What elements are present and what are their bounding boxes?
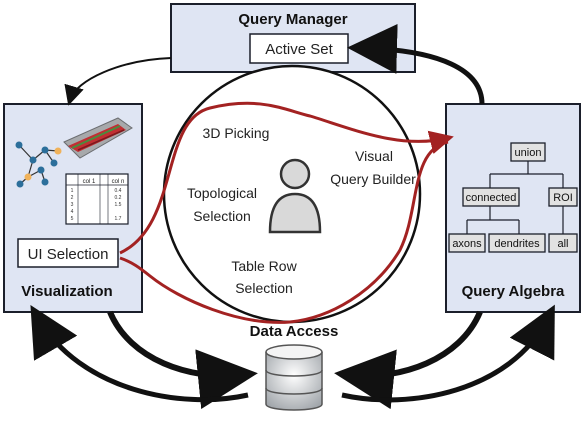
database-icon — [265, 344, 323, 411]
3d-picking-label: 3D Picking — [203, 125, 270, 141]
topological-selection-label-line-2: Selection — [193, 208, 251, 224]
table-header-col-1: col 1 — [83, 179, 96, 185]
query-node-all: all — [548, 233, 578, 253]
query-node-dendrites: dendrites — [488, 233, 546, 253]
data-table-thumbnail: col 1 col n 1 0.4 2 0.2 3 1.5 45 1.7 — [65, 173, 129, 225]
union-label: union — [515, 147, 542, 159]
arrow-visualization-to-data-access — [107, 310, 258, 410]
table-row-index: 1 — [71, 188, 74, 194]
table-row-index: 4 — [71, 209, 74, 215]
visual-query-builder-label-line-1: Visual — [355, 148, 393, 164]
selection-to-query-loop — [119, 101, 454, 255]
visual-query-builder-label-line-2: Query Builder — [330, 171, 416, 187]
table-row-index: 2 — [71, 195, 74, 201]
roi-label: ROI — [553, 192, 573, 204]
all-label: all — [557, 238, 568, 250]
node-graph-icon — [15, 141, 62, 188]
selection-return-loop — [119, 140, 449, 324]
table-row-selection-label-line-1: Table Row — [231, 258, 297, 274]
query-manager-title: Query Manager — [238, 11, 347, 28]
data-access-section: Data Access — [250, 323, 339, 411]
query-manager-panel: Query Manager Active Set — [170, 3, 416, 73]
visualization-panel: col 1 col n 1 0.4 2 0.2 3 1.5 45 1.7 UI Selecti… — [3, 103, 143, 313]
table-row-value: 0.2 — [115, 195, 122, 201]
ui-selection-box — [17, 238, 119, 268]
connected-label: connected — [466, 192, 517, 204]
arrow-data-access-to-query-algebra — [341, 304, 555, 403]
topological-selection-label-line-1: Topological — [187, 185, 257, 201]
query-node-union: union — [510, 142, 546, 162]
query-node-axons: axons — [448, 233, 486, 253]
interaction-circle: 3D Picking Visual Query Builder Topologi… — [119, 64, 454, 324]
table-row-selection-label-line-2: Selection — [235, 280, 293, 296]
table-header-col-n: col n — [112, 179, 125, 185]
table-row-index: 5 — [71, 216, 74, 222]
query-node-roi: ROI — [548, 187, 578, 207]
arrow-query-manager-to-visualization — [64, 57, 172, 106]
axons-label: axons — [452, 238, 482, 250]
3d-neuron-render-image — [63, 117, 133, 159]
ui-selection-label: UI Selection — [28, 246, 109, 263]
dendrites-label: dendrites — [494, 238, 540, 250]
query-algebra-panel: union connected ROI axons dendrites all … — [445, 103, 581, 313]
query-node-connected: connected — [462, 187, 520, 207]
visualization-title: Visualization — [21, 283, 112, 300]
active-set-box — [249, 33, 349, 64]
flow-arrows — [30, 23, 555, 410]
table-rows: 1 0.4 2 0.2 3 1.5 45 1.7 — [71, 188, 122, 222]
table-row-value: 0.4 — [115, 188, 122, 194]
query-tree-edges — [466, 161, 564, 234]
table-row-value: 1.5 — [115, 202, 122, 208]
query-algebra-title: Query Algebra — [462, 283, 565, 300]
arrow-query-algebra-to-data-access — [334, 310, 483, 410]
arrow-query-algebra-to-active-set — [347, 23, 485, 105]
data-access-title: Data Access — [250, 323, 339, 340]
table-row-value: 1.7 — [115, 216, 122, 222]
active-set-label: Active Set — [265, 41, 333, 58]
arrow-data-access-to-visualization — [30, 305, 249, 403]
user-icon — [268, 158, 322, 234]
table-row-index: 3 — [71, 202, 74, 208]
